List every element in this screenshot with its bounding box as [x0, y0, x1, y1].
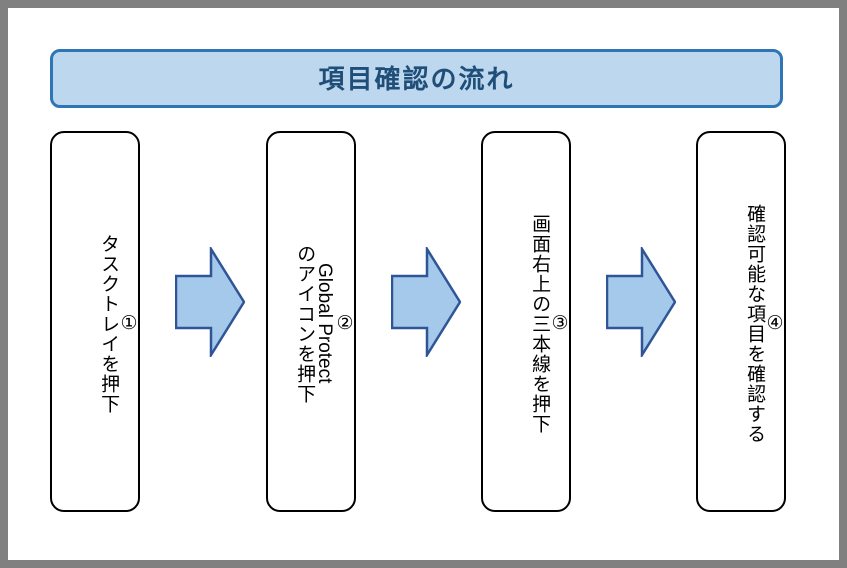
arrow-right-shape	[391, 247, 461, 357]
step-1-marker: ①	[118, 312, 139, 335]
step-3-marker: ③	[549, 312, 570, 335]
step-2-marker: ②	[334, 312, 355, 335]
step-3-label: 画面右上の三本線を押下	[529, 213, 551, 434]
step-box-4: ④ 確認可能な項目を確認する	[696, 131, 786, 512]
step-2-label: のアイコンを押下	[294, 243, 316, 404]
arrow-right-icon-2	[391, 247, 461, 357]
step-1-text: ① タスクトレイを押下	[52, 141, 138, 506]
title-banner: 項目確認の流れ	[50, 49, 783, 108]
step-4-label: 確認可能な項目を確認する	[744, 203, 766, 444]
step-2-latin-label: Global Protect	[314, 263, 336, 384]
arrow-right-icon-1	[175, 247, 245, 357]
step-1-label: タスクトレイを押下	[98, 233, 120, 414]
arrow-right-shape	[606, 247, 676, 357]
step-2-text: ② Global Protect のアイコンを押下	[268, 141, 354, 506]
slide-canvas: 項目確認の流れ ① タスクトレイを押下 ② Global Protect のアイ…	[8, 8, 839, 560]
step-box-2: ② Global Protect のアイコンを押下	[266, 131, 356, 512]
arrow-right-icon-3	[606, 247, 676, 357]
arrow-right-shape	[175, 247, 245, 357]
page-title: 項目確認の流れ	[318, 63, 515, 94]
step-4-marker: ④	[764, 312, 785, 335]
step-3-text: ③ 画面右上の三本線を押下	[483, 141, 569, 506]
step-4-text: ④ 確認可能な項目を確認する	[698, 141, 784, 506]
step-box-1: ① タスクトレイを押下	[50, 131, 140, 512]
step-box-3: ③ 画面右上の三本線を押下	[481, 131, 571, 512]
